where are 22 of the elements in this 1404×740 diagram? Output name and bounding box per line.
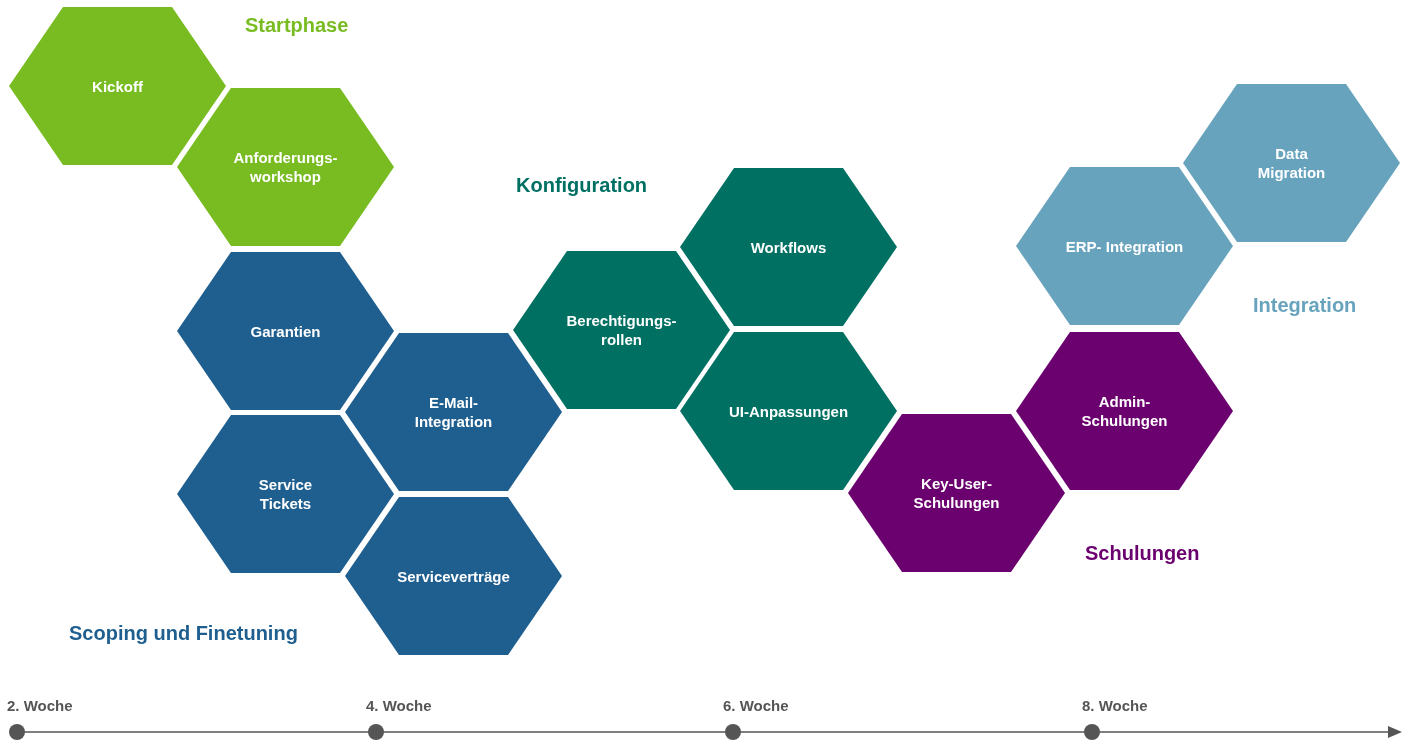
step-label: Service Tickets [257, 475, 314, 513]
step-label: Anforderungs- workshop [232, 148, 339, 186]
phase-title: Startphase [245, 13, 349, 38]
phase-title: Integration [1253, 293, 1357, 318]
step-label: Kickoff [92, 76, 143, 96]
step-label: Workflows [750, 237, 827, 257]
step-label: Data Migration [1256, 144, 1327, 182]
step-label: ERP- Integration [1065, 236, 1184, 256]
week-label: 2. Woche [7, 696, 73, 716]
week-label: 6. Woche [723, 696, 789, 716]
step-label: Garantien [250, 321, 321, 341]
week-label: 8. Woche [1082, 696, 1148, 716]
step-label: Berechtigungs- rollen [565, 311, 678, 349]
week-label: 4. Woche [366, 696, 432, 716]
step-label: Admin- Schulungen [1080, 392, 1169, 430]
phase-title: Konfiguration [516, 173, 648, 198]
step-label: E-Mail- Integration [413, 393, 494, 431]
step-label: Serviceverträge [397, 566, 510, 586]
phase-title: Schulungen [1085, 541, 1200, 566]
step-label: UI-Anpassungen [728, 401, 849, 421]
step-label: Key-User- Schulungen [912, 474, 1001, 512]
phase-title: Scoping und Finetuning [69, 621, 298, 646]
